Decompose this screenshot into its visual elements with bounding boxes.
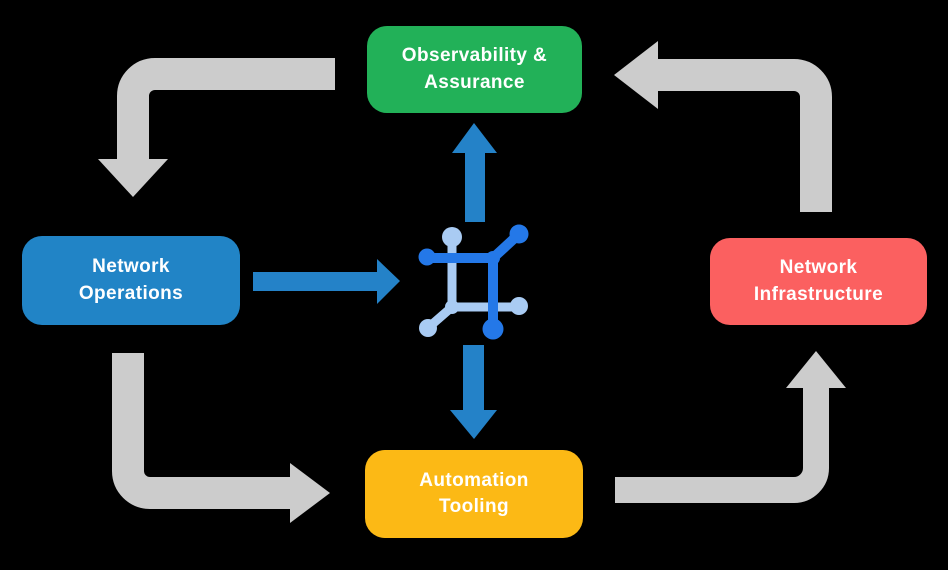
node-label-line: Tooling — [439, 496, 509, 517]
node-network-operations: Network Operations — [22, 236, 240, 325]
arrow-icon-to-tooling — [450, 345, 497, 439]
arrow-tooling-to-infrastructure — [615, 351, 846, 503]
arrow-icon-to-observability — [452, 123, 497, 222]
node-label-line: Infrastructure — [753, 283, 884, 305]
network-nodes-icon — [418, 224, 529, 340]
node-label-line: Network — [92, 256, 170, 278]
node-automation-tooling: Automation Tooling — [365, 450, 583, 538]
node-observability-assurance: Observability & Assurance — [367, 26, 582, 113]
arrow-observability-to-operations — [98, 58, 335, 197]
arrow-infrastructure-to-observability — [614, 41, 832, 212]
node-label-line: Observability & — [401, 45, 548, 67]
node-label-line: Network — [779, 257, 858, 279]
node-network-infrastructure: Network Infrastructure — [710, 238, 927, 325]
node-label-line: Automation — [419, 469, 529, 491]
node-label-line: Assurance — [424, 71, 525, 93]
arrow-operations-to-icon — [253, 259, 400, 304]
arrow-operations-to-tooling — [112, 353, 330, 523]
node-label-line: Operations — [78, 282, 184, 304]
